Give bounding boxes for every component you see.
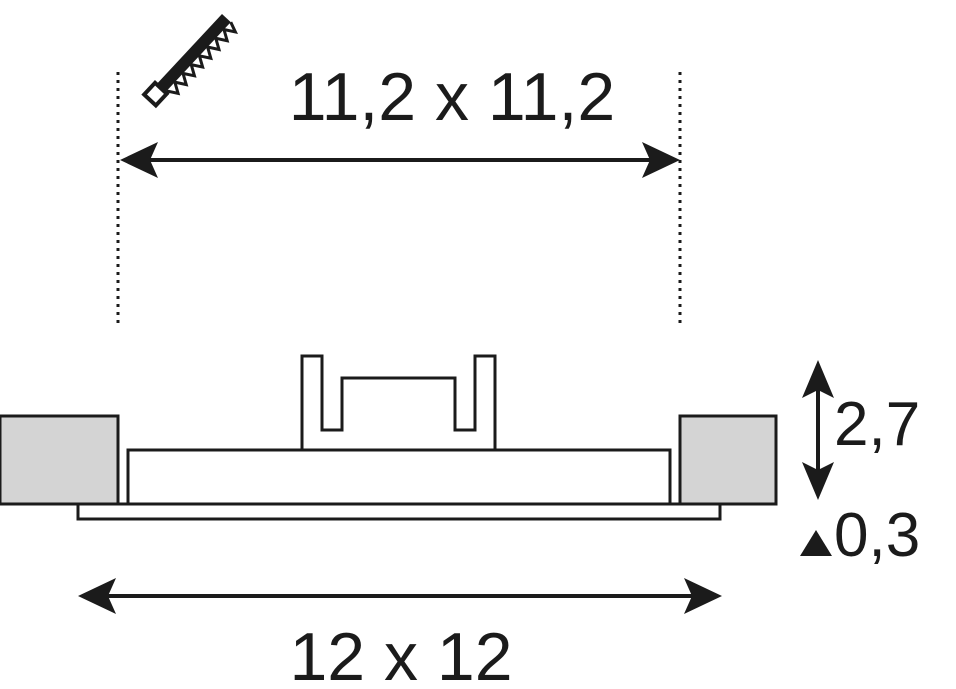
cutout-dimension-arrow: [120, 142, 680, 178]
cutout-dimension-label: 11,2 x 11,2: [289, 59, 615, 135]
saw-icon: [141, 13, 239, 109]
luminaire-housing: [126, 448, 672, 506]
arrow-up-icon: [802, 360, 834, 398]
ceiling-right: [678, 414, 778, 506]
outer-dimension-arrow: [78, 578, 722, 614]
outer-dimension-label: 12 x 12: [289, 619, 512, 689]
luminaire-flange: [76, 502, 722, 521]
ceiling-left: [0, 414, 120, 506]
flange-marker-triangle: [800, 530, 832, 556]
arrow-down-icon: [802, 462, 834, 500]
mounting-clip: [300, 354, 497, 452]
flange-dimension-label: 0,3: [834, 501, 920, 570]
height-dimension-label: 2,7: [834, 390, 920, 459]
height-dimension-arrow: [802, 360, 834, 500]
